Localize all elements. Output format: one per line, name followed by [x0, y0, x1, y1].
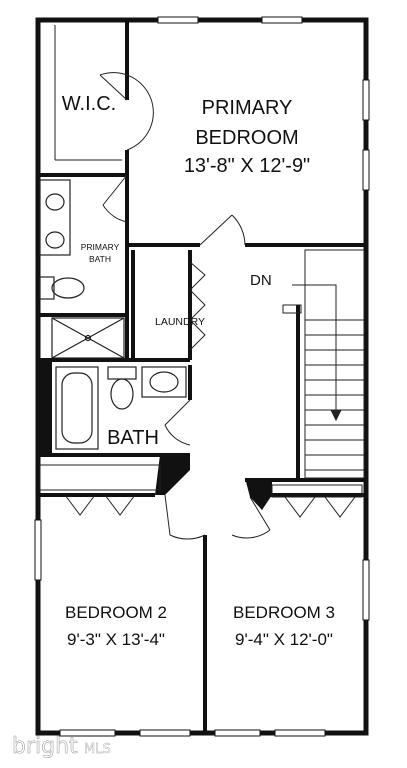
stairs: [282, 249, 365, 479]
toilet-2: [110, 378, 134, 410]
bedroom3-name: BEDROOM 3: [233, 603, 335, 622]
bedroom2-size: 9'-3" X 13'-4": [67, 630, 165, 649]
bedroom2-name: BEDROOM 2: [65, 603, 167, 622]
windows: [34, 16, 370, 737]
stairs-dn-label: DN: [250, 272, 272, 289]
sink-3: [149, 371, 179, 393]
primary-bedroom-label-1: PRIMARY: [202, 97, 293, 119]
interior-walls: [40, 22, 364, 731]
doors: [64, 72, 356, 540]
exterior-walls: [35, 17, 369, 736]
bath-label: BATH: [107, 427, 159, 449]
bedroom3-size: 9'-4" X 12'-0": [235, 630, 333, 649]
watermark-brand: bright: [12, 734, 78, 759]
wic-label: W.I.C.: [62, 93, 116, 115]
primary-bedroom-size: 13'-8" X 12'-9": [184, 155, 310, 177]
watermark-suffix: MLS: [84, 742, 111, 757]
primary-bath-label-2: BATH: [89, 254, 111, 264]
closet-details: [39, 25, 363, 498]
primary-bedroom-label-2: BEDROOM: [195, 127, 298, 149]
fixtures: [39, 179, 187, 450]
toilet-1: [51, 277, 85, 299]
bright-mls-watermark: bright MLS: [12, 734, 111, 760]
wall-blocks: [36, 360, 272, 510]
laundry-label: LAUNDRY: [155, 316, 205, 328]
sink-2: [45, 231, 65, 249]
sink-1: [45, 193, 65, 211]
primary-bath-label-1: PRIMARY: [81, 242, 120, 252]
